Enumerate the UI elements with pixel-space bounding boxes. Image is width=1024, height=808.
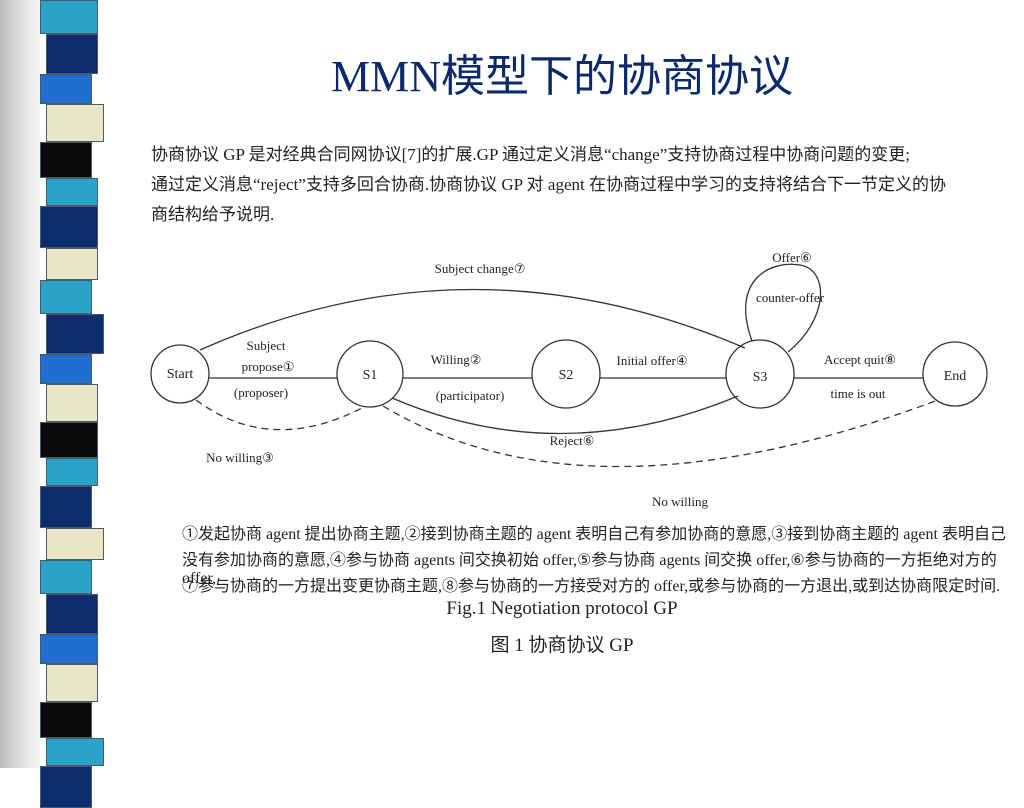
strip-block xyxy=(46,248,98,280)
label-no-willing-2: No willing xyxy=(652,494,708,509)
state-end-circle xyxy=(922,341,988,407)
strip-block xyxy=(40,0,98,34)
strip-block xyxy=(40,142,92,178)
strip-block xyxy=(46,458,98,486)
label-counter-offer: counter-offer xyxy=(756,290,825,305)
label-willing: Willing② xyxy=(431,352,482,367)
label-initial-offer: Initial offer④ xyxy=(617,353,688,368)
strip-block xyxy=(46,104,104,142)
strip-block xyxy=(40,206,98,248)
strip-block xyxy=(40,354,92,384)
label-offer: Offer⑥ xyxy=(772,250,812,265)
state-s1-label: S1 xyxy=(363,368,378,383)
state-s3-circle xyxy=(725,339,795,409)
label-subject: Subject xyxy=(247,338,286,353)
caption-zh: 图 1 协商协议 GP xyxy=(490,635,634,656)
caption-en: Fig.1 Negotiation protocol GP xyxy=(446,598,678,619)
strip-block xyxy=(46,664,98,702)
label-accept-quit: Accept quit⑧ xyxy=(824,352,896,367)
strip-block xyxy=(40,634,98,664)
strip-block xyxy=(46,738,104,766)
label-no-willing-1: No willing③ xyxy=(206,450,274,465)
label-time-is-out: time is out xyxy=(831,386,886,401)
label-subject-change: Subject change⑦ xyxy=(435,261,526,276)
state-end-label: End xyxy=(944,369,967,384)
edge-no-willing-1 xyxy=(195,399,363,431)
strip-shade xyxy=(0,0,40,768)
state-start-label: Start xyxy=(167,367,194,382)
state-s2-label: S2 xyxy=(559,368,574,383)
strip-block xyxy=(40,766,92,808)
paragraph-line-1: 协商协议 GP 是对经典合同网协议[7]的扩展.GP 通过定义消息“change… xyxy=(151,145,910,164)
strip-block xyxy=(40,486,92,528)
state-s3-label: S3 xyxy=(753,370,768,385)
label-propose: propose① xyxy=(242,359,295,374)
paragraph-line-3: 商结构给予说明. xyxy=(151,205,275,224)
strip-block xyxy=(46,384,98,422)
edge-offer-loop xyxy=(745,263,822,353)
label-proposer: (proposer) xyxy=(234,385,288,400)
strip-block xyxy=(46,178,98,206)
strip-block xyxy=(46,594,98,634)
label-participator: (participator) xyxy=(436,388,505,403)
strip-block xyxy=(40,74,92,104)
strip-block xyxy=(40,560,92,594)
strip-block xyxy=(40,280,92,314)
state-s2-circle xyxy=(531,339,601,409)
decorative-left-strip xyxy=(0,0,120,808)
strip-block xyxy=(40,702,92,738)
negotiation-protocol-diagram: Start S1 S2 S3 End Subject propose① (pro… xyxy=(150,250,988,509)
edge-no-willing-2 xyxy=(382,399,939,468)
state-s1-circle xyxy=(336,340,404,408)
edge-subject-change xyxy=(199,288,746,351)
edge-reject xyxy=(391,395,739,435)
strip-block xyxy=(46,314,104,354)
strip-block xyxy=(40,422,98,458)
state-start-circle xyxy=(150,344,210,404)
note-line-3: ⑦参与协商的一方提出变更协商主题,⑧参与协商的一方接受对方的 offer,或参与… xyxy=(182,578,1001,595)
note-line-1: ①发起协商 agent 提出协商主题,②接到协商主题的 agent 表明自己有参… xyxy=(182,526,1006,543)
strip-block xyxy=(46,528,104,560)
label-reject: Reject⑥ xyxy=(550,433,595,448)
paragraph-line-2: 通过定义消息“reject”支持多回合协商.协商协议 GP 对 agent 在协… xyxy=(151,175,946,194)
slide-title: MMN模型下的协商协议 xyxy=(330,52,794,101)
note-line-2: 没有参加协商的意愿,④参与协商 agents 间交换初始 offer,⑤参与协商… xyxy=(182,552,997,587)
strip-block xyxy=(46,34,98,74)
